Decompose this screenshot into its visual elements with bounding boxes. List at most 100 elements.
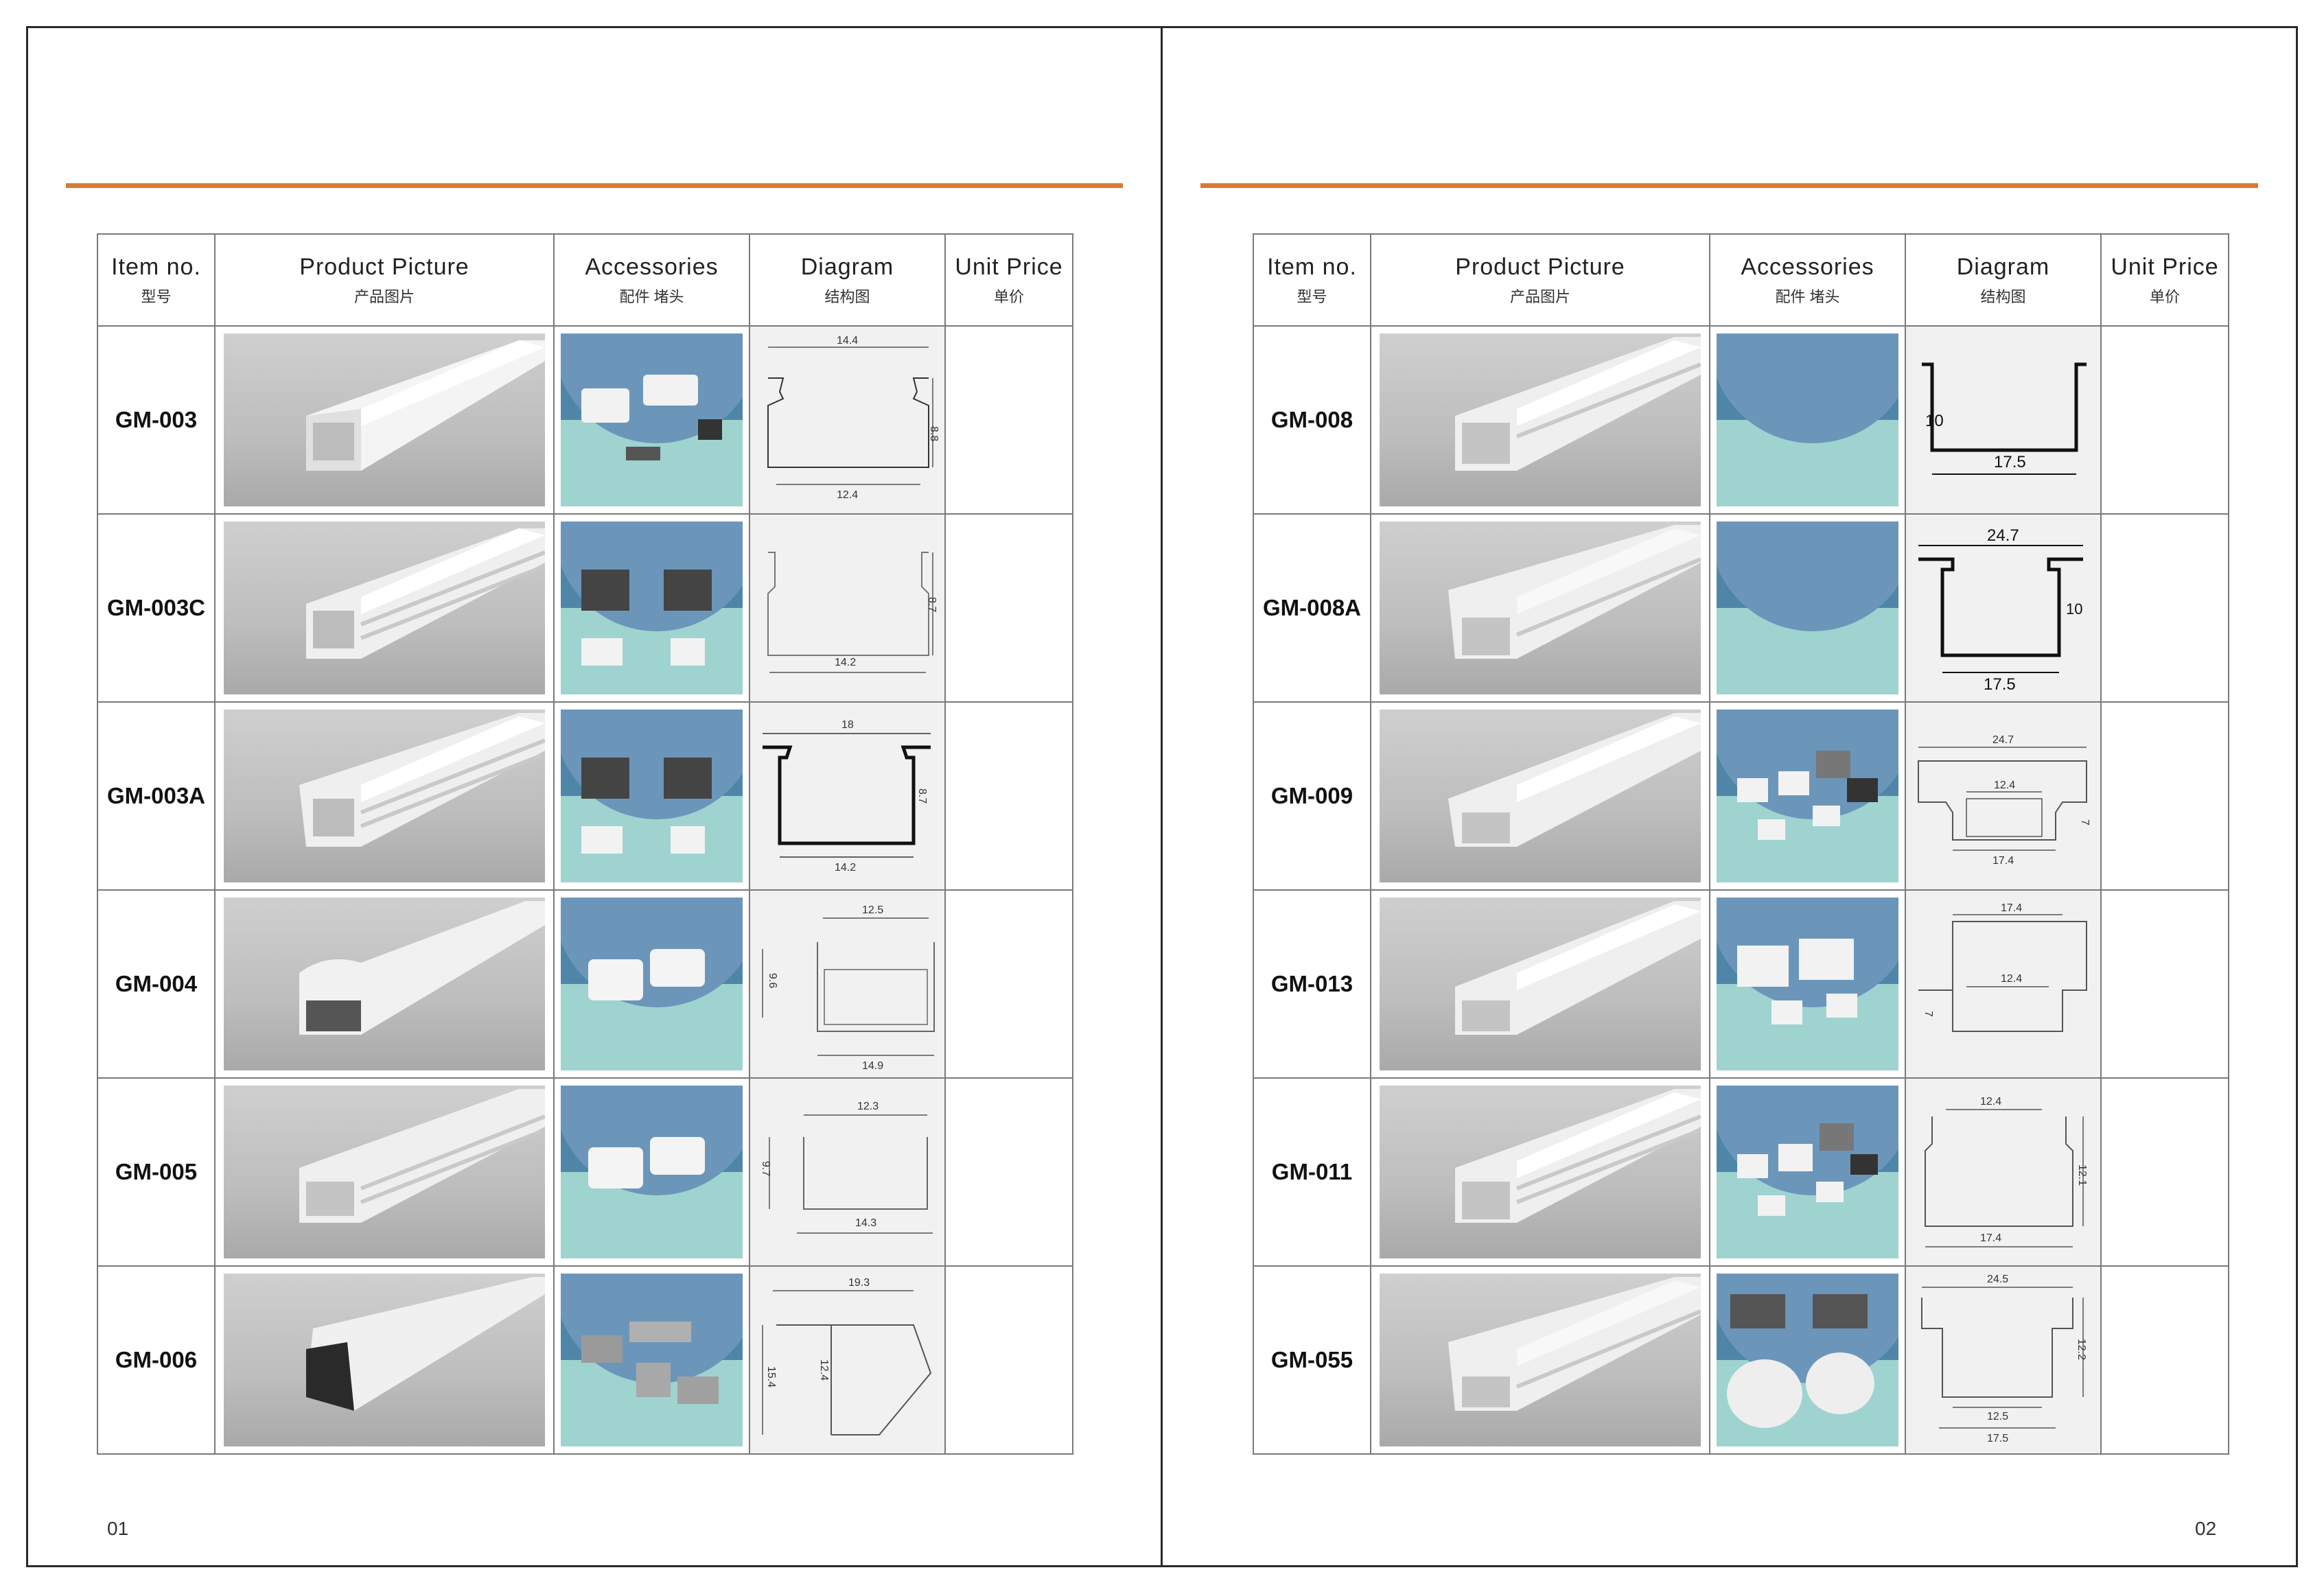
dim-label: 17.5: [1987, 1433, 2008, 1444]
table-row: GM-003: [97, 325, 1073, 515]
dim-label: 12.5: [862, 904, 883, 916]
table-row: GM-005: [97, 1077, 1073, 1267]
accessories-picture: [1709, 1265, 1906, 1455]
unit-price: [944, 1077, 1073, 1267]
dim-label: 14.2: [835, 657, 856, 668]
profile-photo: [224, 521, 545, 694]
profile-photo: [1380, 1274, 1701, 1446]
accessories-picture: [553, 325, 750, 515]
end-cap-photo: [561, 898, 743, 1070]
accessories-picture: [553, 513, 750, 703]
dim-label: 12.4: [1980, 1096, 2001, 1107]
page-number: 01: [107, 1518, 129, 1539]
profile-diagram: 24.7 12.4 7 17.4: [1912, 706, 2095, 886]
accessories-empty: [1717, 333, 1898, 506]
dim-label: 17.5: [1994, 453, 2026, 471]
page-number: 02: [2195, 1518, 2217, 1539]
end-cap-photo: [1717, 1086, 1898, 1258]
item-no: GM-006: [97, 1265, 216, 1455]
table-row: GM-008 10: [1253, 325, 2229, 515]
profile-diagram: 18 8.7 14.2: [756, 706, 940, 886]
dim-label: 17.4: [1980, 1232, 2001, 1244]
item-no: GM-013: [1253, 889, 1371, 1079]
unit-price: [944, 325, 1073, 515]
unit-price: [944, 889, 1073, 1079]
dim-label: 10: [2066, 600, 2082, 618]
diagram: 24.7 10 17.5: [1905, 513, 2102, 703]
profile-photo: [224, 1086, 545, 1258]
dim-label: 24.7: [1992, 734, 2014, 746]
item-no: GM-005: [97, 1077, 216, 1267]
profile-photo: [1380, 333, 1701, 506]
dim-label: 8.7: [926, 597, 938, 612]
product-picture: [1370, 325, 1710, 515]
end-cap-photo: [1717, 710, 1898, 882]
dim-label: 14.2: [835, 862, 856, 874]
unit-price: [2100, 1265, 2229, 1455]
clip-and-cap-photo: [1717, 1274, 1898, 1446]
table-row: GM-009: [1253, 701, 2229, 891]
profile-diagram: 12.4 12.1 17.4: [1912, 1082, 2095, 1262]
diagram: 12.4 12.1 17.4: [1905, 1077, 2102, 1267]
table-row: GM-055: [1253, 1265, 2229, 1455]
product-picture: [1370, 513, 1710, 703]
profile-photo: [1380, 710, 1701, 882]
diagram: 14.4 8.8 12.4: [749, 325, 946, 515]
product-picture: [214, 889, 555, 1079]
diagram: 8.7 14.2: [749, 513, 946, 703]
col-item-no: Item no.型号: [1253, 233, 1371, 327]
product-picture: [214, 1077, 555, 1267]
unit-price: [2100, 889, 2229, 1079]
dim-label: 17.4: [1992, 855, 2014, 867]
profile-photo: [224, 710, 545, 882]
header-rule: [66, 183, 1123, 188]
profile-photo: [224, 333, 545, 506]
accessories-picture: [1709, 513, 1906, 703]
dim-label: 14.3: [855, 1217, 876, 1229]
diagram: 18 8.7 14.2: [749, 701, 946, 891]
dim-label: 12.2: [2076, 1339, 2087, 1360]
clip-photo: [561, 710, 743, 882]
product-picture: [1370, 1265, 1710, 1455]
diagram: 24.5 12.2 12.5 17.5: [1905, 1265, 2102, 1455]
table-row: GM-003A: [97, 701, 1073, 891]
unit-price: [2100, 325, 2229, 515]
profile-diagram: 14.4 8.8 12.4: [756, 330, 940, 510]
unit-price: [944, 1265, 1073, 1455]
item-no: GM-011: [1253, 1077, 1371, 1267]
dim-label: 14.9: [862, 1060, 883, 1072]
accessories-picture: [553, 701, 750, 891]
dim-label: 12.4: [818, 1359, 830, 1381]
product-picture: [214, 513, 555, 703]
accessories-picture: [1709, 889, 1906, 1079]
product-picture: [214, 1265, 555, 1455]
unit-price: [2100, 513, 2229, 703]
end-cap-photo: [1717, 898, 1898, 1070]
diagram: 12.3 9.7 14.3: [749, 1077, 946, 1267]
table-row: GM-004: [97, 889, 1073, 1079]
profile-diagram: 12.5 9.6 14.9: [756, 894, 940, 1074]
accessories-picture: [553, 889, 750, 1079]
item-no: GM-009: [1253, 701, 1371, 891]
profile-photo: [1380, 1086, 1701, 1258]
dim-label: 10: [1925, 412, 1944, 430]
table-row: GM-003C: [97, 513, 1073, 703]
accessories-picture: [553, 1077, 750, 1267]
table-row: GM-011: [1253, 1077, 2229, 1267]
profile-diagram: 8.7 14.2: [756, 518, 940, 698]
dim-label: 17.5: [1984, 675, 2016, 694]
dim-label: 24.5: [1987, 1274, 2008, 1285]
table-row: GM-006: [97, 1265, 1073, 1455]
profile-photo: [224, 1274, 545, 1446]
dim-label: 9.6: [767, 973, 778, 988]
product-picture: [214, 325, 555, 515]
